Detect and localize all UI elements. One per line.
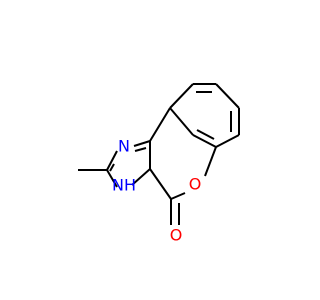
molecule-structure: N NH O O xyxy=(78,83,240,245)
bond-benzene-2 xyxy=(215,83,240,109)
bond-c9-c10 xyxy=(149,168,172,200)
bond-benzene-7 xyxy=(169,83,194,109)
bond-c2-n3-inner xyxy=(109,163,115,172)
bond-n1-c2 xyxy=(106,150,118,171)
bond-c10-o-ring xyxy=(170,192,186,200)
bond-benzene-6 xyxy=(169,107,194,136)
molecule-canvas: N NH O O xyxy=(78,83,240,245)
bond-c5a-n1-inner xyxy=(134,147,147,152)
atom-n-imine: N xyxy=(118,137,130,156)
bond-c2-n3 xyxy=(106,169,118,188)
bond-benzene-5 xyxy=(192,134,217,148)
bond-o-ring-c11 xyxy=(204,146,217,177)
bond-benzene-5-inner xyxy=(196,129,215,140)
atom-nh: NH xyxy=(112,176,136,195)
bond-c6a-c5a xyxy=(149,107,171,142)
bond-n3-c9 xyxy=(131,168,151,186)
atom-o-ring: O xyxy=(189,175,202,194)
atom-o-carbonyl: O xyxy=(170,226,183,245)
bond-c5a-n1 xyxy=(133,140,151,147)
bond-benzene-4 xyxy=(215,134,240,148)
